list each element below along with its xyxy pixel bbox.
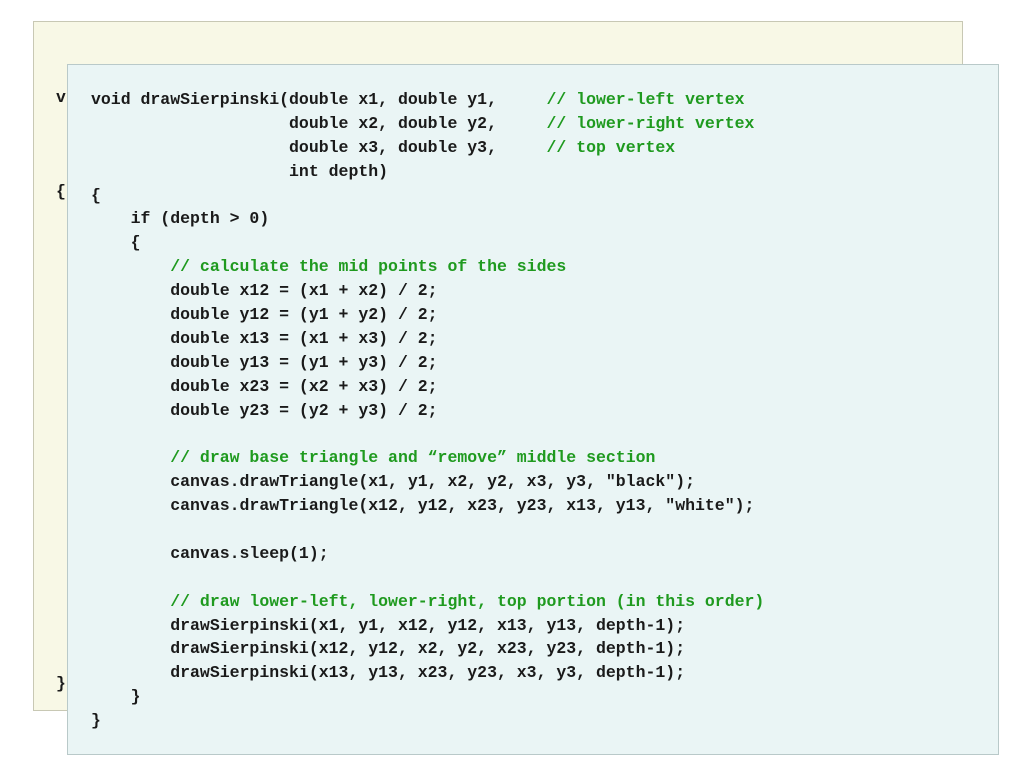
code-line: drawSierpinski(x1, y1, x12, y12, x13, y1… (91, 614, 764, 638)
code-text: double x23 = (x2 + x3) / 2; (91, 376, 438, 396)
code-comment: // draw base triangle and “remove” middl… (170, 448, 656, 468)
code-line: drawSierpinski(x12, y12, x2, y2, x23, y2… (91, 637, 764, 661)
code-line: double y13 = (y1 + y3) / 2; (91, 351, 764, 375)
background-slide-glyph-v: v (56, 88, 66, 107)
code-text (91, 257, 170, 276)
code-line: double x3, double y3, // top vertex (91, 136, 764, 160)
code-text: canvas.sleep(1); (91, 543, 329, 563)
code-text: drawSierpinski(x1, y1, x12, y12, x13, y1… (91, 615, 686, 635)
code-line: drawSierpinski(x13, y13, x23, y23, x3, y… (91, 661, 764, 685)
code-comment: // lower-left vertex (546, 90, 745, 109)
code-line: void drawSierpinski(double x1, double y1… (91, 88, 764, 112)
code-line: if (depth > 0) (91, 207, 764, 231)
code-line: int depth) (91, 160, 764, 184)
code-text (91, 592, 170, 611)
code-text: double y13 = (y1 + y3) / 2; (91, 352, 438, 372)
code-text: if (depth > 0) (91, 209, 270, 229)
code-line: double y12 = (y1 + y2) / 2; (91, 303, 764, 327)
code-text: double y23 = (y2 + y3) / 2; (91, 400, 438, 420)
code-line: double x12 = (x1 + x2) / 2; (91, 279, 764, 303)
code-line: double x23 = (x2 + x3) / 2; (91, 375, 764, 399)
code-text (91, 448, 170, 467)
code-text: drawSierpinski(x13, y13, x23, y23, x3, y… (91, 663, 686, 683)
background-slide-glyph-open-brace: { (56, 182, 66, 201)
code-line: double y23 = (y2 + y3) / 2; (91, 399, 764, 423)
code-text: } (91, 687, 141, 707)
code-line: // draw base triangle and “remove” middl… (91, 446, 764, 470)
code-text: double x2, double y2, (91, 113, 547, 133)
code-line: double x13 = (x1 + x3) / 2; (91, 327, 764, 351)
code-line (91, 422, 764, 446)
code-line (91, 566, 764, 590)
code-text: } (91, 711, 101, 731)
code-text: double x3, double y3, (91, 137, 547, 157)
code-listing-panel: void drawSierpinski(double x1, double y1… (67, 64, 999, 755)
code-line: } (91, 709, 764, 733)
code-line: canvas.drawTriangle(x1, y1, x2, y2, x3, … (91, 470, 764, 494)
code-line: canvas.drawTriangle(x12, y12, x23, y23, … (91, 494, 764, 518)
code-comment: // draw lower-left, lower-right, top por… (170, 591, 765, 611)
code-line: { (91, 184, 764, 208)
code-text: { (91, 185, 101, 205)
code-text: drawSierpinski(x12, y12, x2, y2, x23, y2… (91, 639, 686, 659)
code-text: { (91, 233, 141, 253)
background-slide-glyph-close-brace: } (56, 674, 66, 693)
code-listing: void drawSierpinski(double x1, double y1… (91, 88, 764, 733)
code-text: void drawSierpinski(double x1, double y1… (91, 90, 547, 109)
code-line (91, 518, 764, 542)
code-text: double x12 = (x1 + x2) / 2; (91, 281, 438, 301)
code-text: double y12 = (y1 + y2) / 2; (91, 305, 438, 325)
code-comment: // calculate the mid points of the sides (170, 257, 567, 277)
code-line: { (91, 231, 764, 255)
code-comment: // lower-right vertex (546, 113, 755, 133)
code-text: double x13 = (x1 + x3) / 2; (91, 328, 438, 348)
code-line: // calculate the mid points of the sides (91, 255, 764, 279)
code-text: int depth) (91, 161, 389, 181)
code-line: // draw lower-left, lower-right, top por… (91, 590, 764, 614)
code-line: double x2, double y2, // lower-right ver… (91, 112, 764, 136)
code-text: canvas.drawTriangle(x12, y12, x23, y23, … (91, 496, 755, 516)
code-text: canvas.drawTriangle(x1, y1, x2, y2, x3, … (91, 472, 695, 492)
code-line: } (91, 685, 764, 709)
code-line: canvas.sleep(1); (91, 542, 764, 566)
code-comment: // top vertex (546, 137, 676, 157)
